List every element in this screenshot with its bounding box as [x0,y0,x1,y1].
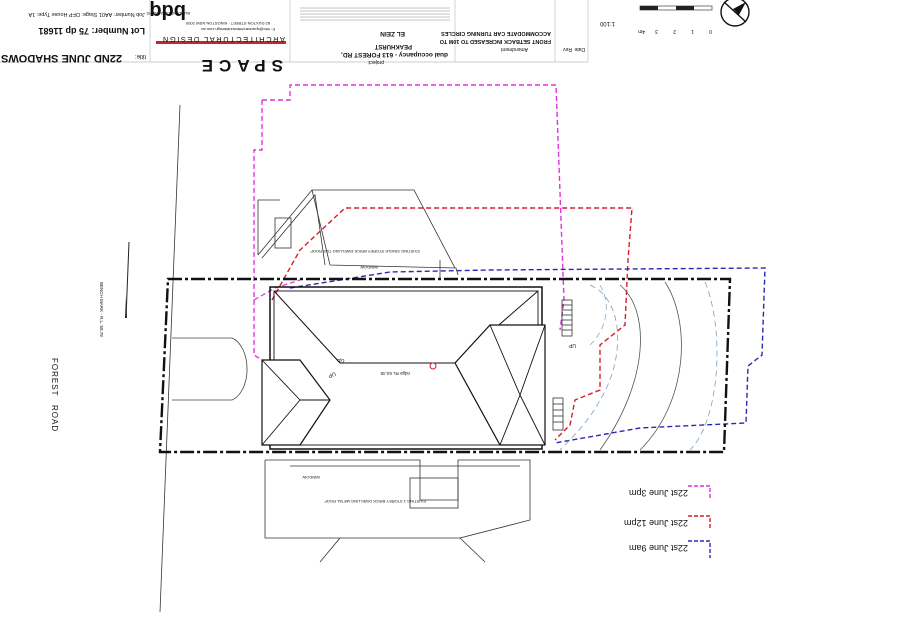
amendment-line2: ACCOMMODATE CAR TURNING CIRCLES [441,30,551,36]
north-neighbour-house: EXISTING SINGLE STOREY BRICK DWELLING TI… [257,189,459,280]
company-web: E: info@spacearchitecturaldesign.com.au [201,27,275,32]
up-label-stairs: UP [568,342,576,348]
bench-mark: BENCH MARK · R.L. 58.78 [99,241,130,337]
legend: 22st June 3pm 22st June 12pm 22st June 9… [624,485,711,558]
legend-item-3pm: 22st June 3pm [629,485,711,500]
scale-tick-2: 2 [673,28,676,34]
title-block: title: 22ND JUNE SHADOWS Lot Number: 75 … [0,0,898,75]
ridge-level-label: ridge RL 63.45 [380,371,410,376]
scale-bar: 1:100 0 1 2 3 4m [599,5,713,34]
shadow-12pm-outline [271,207,633,441]
north-window-label: WINDOW [360,265,378,270]
company-sub: ARCHITECTURAL DESIGN [162,35,285,44]
shadow-3pm-outline [253,84,565,361]
south-house-label: EXISTING 1 STOREY BRICK DWELLING METAL R… [324,499,426,504]
rear-yard-contours [559,281,718,451]
driveway [172,337,248,401]
scale-tick-1: 1 [691,28,694,34]
disclaimer-lines [300,7,450,21]
road-name-line1: FOREST [50,358,59,396]
south-window-label: WINDOW [302,475,320,480]
scale-label: 1:100 [599,20,615,26]
client-name: EL ZEIN [380,30,405,37]
project-name: dual occupancy - 613 FOREST RD, [341,51,448,58]
road-name-line2: ROAD [50,405,59,432]
project-suburb: PEAKHURST [374,43,412,49]
scale-tick-4: 4m [638,28,645,34]
bdq-logo: bdq [149,0,186,22]
scale-tick-0: 0 [709,28,712,34]
north-arrow-icon [720,0,750,27]
date-label: Date [574,46,585,52]
amendment-line1: FRONT SETBACK INCREASED TO 10M TO [439,38,551,44]
scale-tick-3: 3 [655,28,658,34]
legend-label-3pm: 22st June 3pm [629,488,688,498]
company-brand: SPACE [196,56,283,75]
legend-label-12pm: 22st June 12pm [624,518,688,528]
legend-item-9am: 22st June 9am [629,540,711,558]
project-label: project: [368,59,384,65]
up-label-mid: UP [336,355,346,363]
title-label: title: [135,53,146,59]
shadow-9am-outline [289,267,766,444]
rev-label: Rev [563,46,572,52]
job-row: Job Number: AA01 Stage: DFP House Type: … [28,11,145,17]
north-house-label: EXISTING SINGLE STOREY BRICK DWELLING TI… [310,249,420,254]
up-label-left: UP [327,370,337,378]
bdq-caption: BUILDING DESIGNERS [146,11,190,16]
proposed-dwelling-roof: ridge RL 63.45 UP UP [261,286,546,450]
company-logo: SPACE ARCHITECTURAL DESIGN 82 DUXTON STR… [146,0,286,75]
legend-item-12pm: 22st June 12pm [624,515,711,530]
sheet-title: 22ND JUNE SHADOWS [1,52,122,64]
site-boundary [158,277,732,454]
east-stairs: UP [552,299,576,431]
lot-number: Lot Number: 75 dp 11681 [38,26,145,36]
legend-label-9am: 22st June 9am [629,543,688,553]
south-neighbour-house: EXISTING 1 STOREY BRICK DWELLING METAL R… [264,459,531,563]
road: FOREST ROAD [50,104,181,613]
bench-mark-label: BENCH MARK · R.L. 58.78 [99,282,104,337]
amendment-label: Amendment [500,46,528,52]
company-address: 82 DUXTON STREET · KINGSTON NSW 2000 [185,21,270,26]
